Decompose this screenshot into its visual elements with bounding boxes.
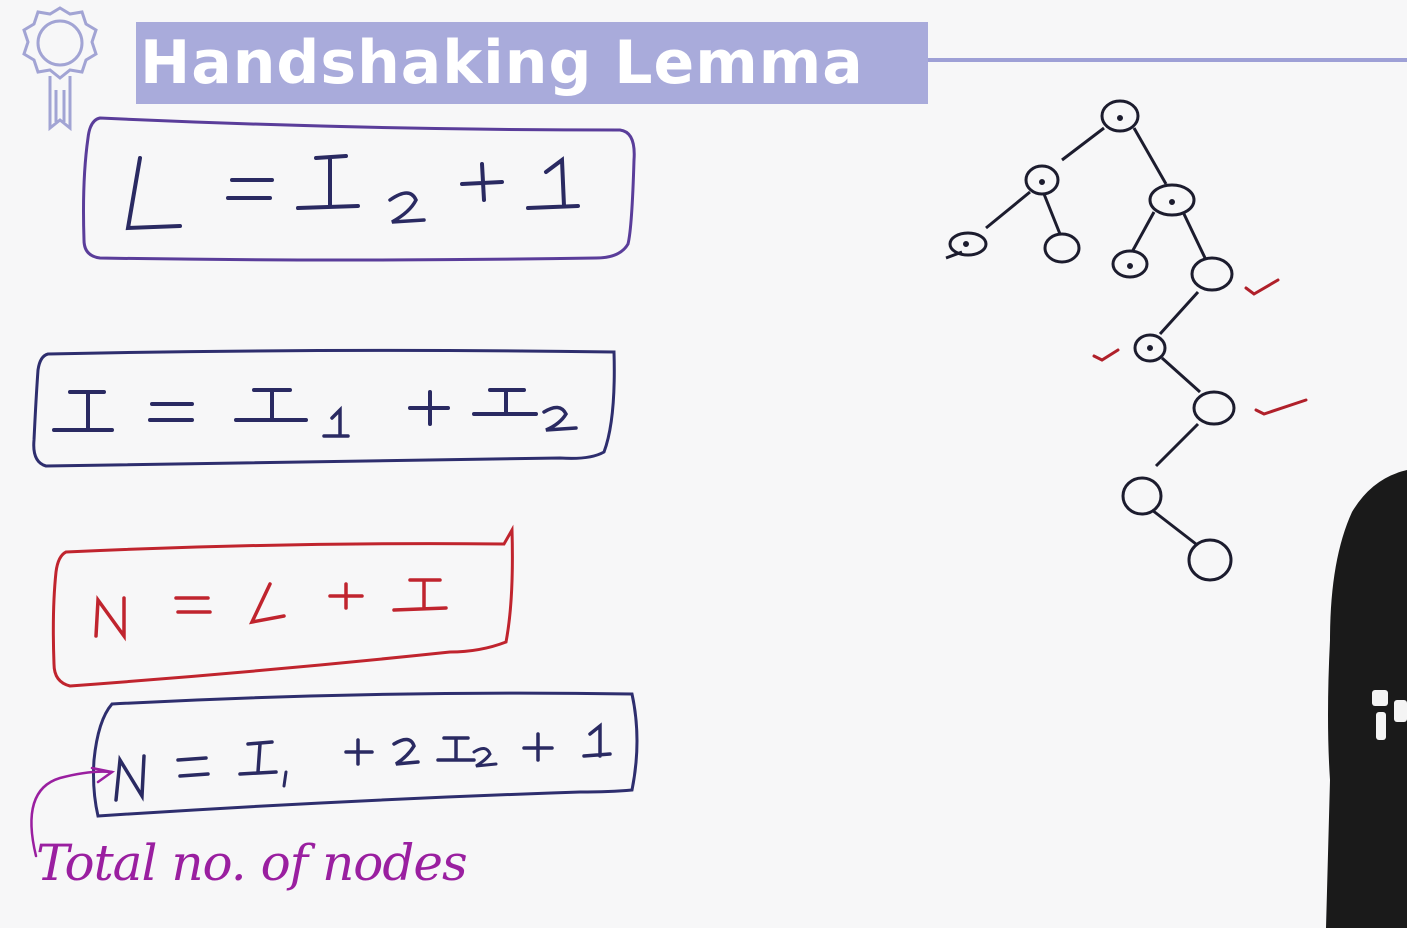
presenter bbox=[1326, 470, 1407, 928]
tree-node bbox=[1192, 390, 1236, 426]
check-mark bbox=[1092, 348, 1120, 362]
formula-leaves bbox=[82, 116, 636, 262]
annotation-arrow bbox=[30, 766, 116, 858]
tree-node bbox=[1121, 476, 1163, 516]
check-marks bbox=[1092, 278, 1308, 416]
tree-node bbox=[1148, 183, 1196, 217]
formula-nodes-expanded bbox=[92, 691, 639, 818]
badge-icon bbox=[22, 6, 98, 132]
presenter-logo bbox=[1372, 690, 1388, 706]
annotation-text: Total no. of nodes bbox=[36, 834, 467, 892]
tree-node bbox=[1187, 538, 1233, 582]
page-title: Handshaking Lemma bbox=[140, 28, 864, 98]
tree-node bbox=[1111, 249, 1149, 279]
tree-node bbox=[1190, 256, 1234, 292]
tree-node bbox=[1024, 164, 1060, 196]
tree-node bbox=[948, 231, 988, 257]
tree-node bbox=[1133, 333, 1167, 363]
title-rule bbox=[928, 58, 1407, 62]
formula-internal bbox=[32, 348, 616, 468]
title-banner bbox=[136, 22, 928, 104]
check-mark bbox=[1254, 398, 1308, 416]
tree-node bbox=[1043, 232, 1081, 264]
binary-tree-diagram bbox=[945, 99, 1236, 582]
check-mark bbox=[1244, 278, 1280, 296]
tree-node bbox=[1100, 99, 1140, 133]
formula-nodes bbox=[51, 524, 514, 688]
